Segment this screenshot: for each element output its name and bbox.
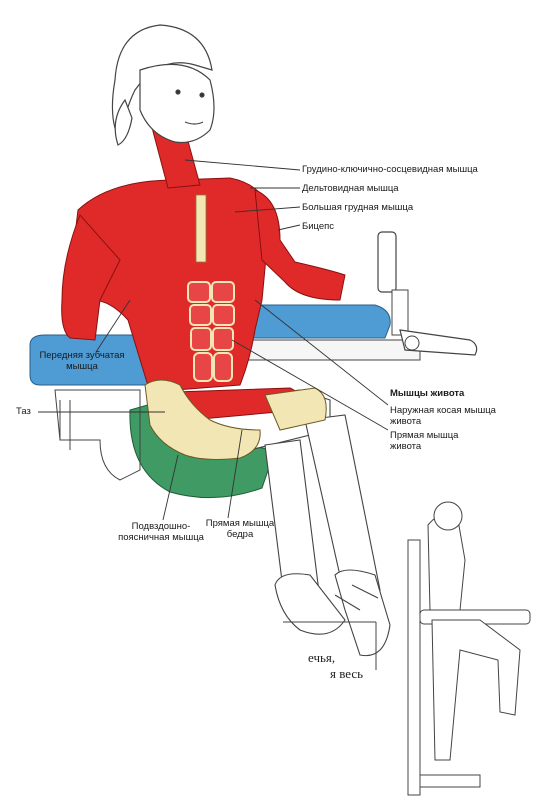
inset-base — [419, 774, 481, 788]
label-sternocleidomastoid: Грудино-ключично-сосцевидная мышца — [302, 164, 478, 175]
label-iliopsoas: Подвздошно-поясничная мышца — [118, 521, 204, 543]
vertical-handle — [377, 231, 397, 293]
label-pectoralis-major: Большая грудная мышца — [302, 202, 414, 213]
mouth — [184, 121, 204, 125]
seat-frame — [54, 389, 141, 481]
handle-knob — [404, 335, 420, 351]
leader-rectus-femoris — [227, 429, 243, 519]
shoe-lace — [334, 594, 361, 611]
rectus-abdominis-blocks — [187, 281, 235, 382]
leader-pectoralis — [234, 206, 301, 213]
right-arm-muscle — [254, 189, 346, 301]
label-rectus-abdominis: Прямая мышца живота — [390, 430, 459, 452]
leader-serratus — [95, 299, 131, 353]
leader-rectus-abdominis — [231, 339, 389, 431]
leader-sternocleidomastoid — [184, 159, 301, 171]
eye-left — [175, 89, 181, 95]
label-abdominal-group: Мышцы живота — [390, 388, 465, 399]
cropped-text-line-1: ечья, — [308, 650, 336, 665]
label-rectus-femoris: Прямая мышца бедра — [205, 518, 275, 540]
head — [111, 24, 215, 146]
inset-head — [433, 501, 463, 531]
handle-post — [391, 289, 409, 336]
leader-biceps — [277, 224, 301, 231]
shoe-lace-2 — [351, 584, 379, 599]
inset-leg — [431, 619, 521, 761]
left-arm-muscle — [61, 214, 121, 341]
shoe-left — [274, 573, 346, 635]
pelvis-group — [144, 379, 327, 460]
blue-armrest-pad-right — [244, 304, 391, 339]
cropped-text-line-2: я весь — [330, 666, 364, 681]
shoe-right — [334, 569, 391, 657]
face — [139, 63, 215, 144]
pelvis-bone — [144, 379, 261, 460]
ponytail — [114, 98, 133, 146]
leader-lines — [38, 159, 389, 521]
eye-right — [199, 92, 205, 98]
inset-frame-post — [407, 539, 421, 796]
horizontal-handle — [399, 329, 478, 356]
leader-external-oblique — [254, 299, 389, 406]
label-serratus-anterior: Передняя зубчатая мышца — [39, 350, 125, 372]
backrest-frame — [239, 339, 421, 361]
leader-iliopsoas — [162, 454, 179, 521]
sternum — [195, 194, 207, 263]
label-pelvis: Таз — [16, 406, 31, 417]
inset-figure — [407, 501, 531, 796]
label-biceps: Бицепс — [302, 221, 335, 232]
label-external-oblique: Наружная косая мышца живота — [390, 405, 496, 427]
torso-muscles — [61, 118, 346, 393]
label-deltoid: Дельтовидная мышца — [302, 183, 399, 194]
